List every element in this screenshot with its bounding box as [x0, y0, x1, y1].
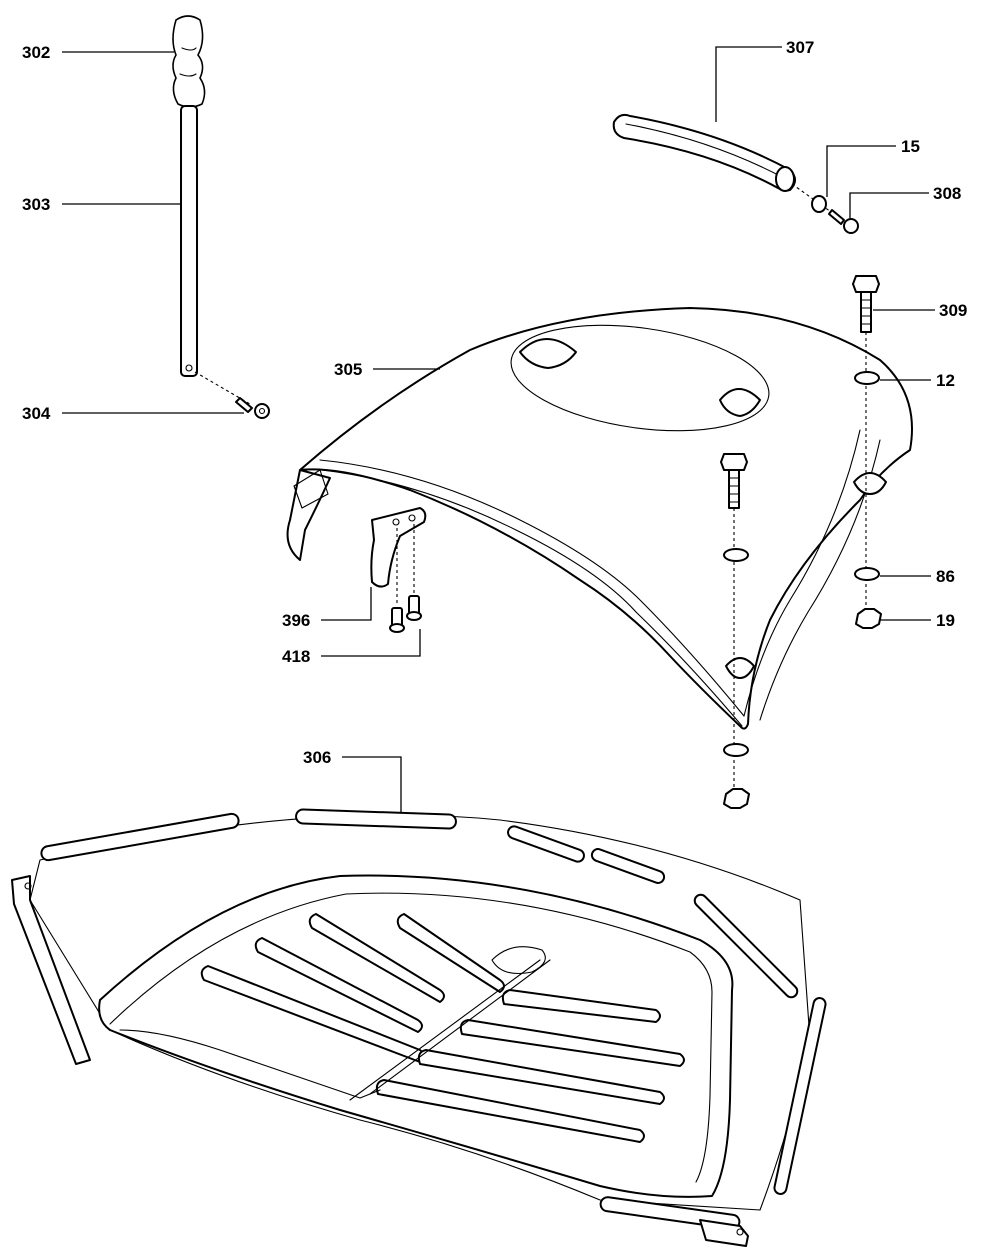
label-304: 304	[22, 404, 51, 423]
handle-rod	[180, 105, 198, 377]
nut-19	[855, 608, 882, 629]
label-19: 19	[936, 611, 955, 630]
handle-assembly	[172, 15, 206, 377]
label-308: 308	[933, 184, 961, 203]
bolt-309	[852, 275, 880, 333]
label-86: 86	[936, 567, 955, 586]
label-418: 418	[282, 647, 310, 666]
bracket-396	[370, 507, 427, 588]
screw-308	[828, 209, 845, 225]
label-302: 302	[22, 43, 50, 62]
washer-15	[811, 195, 827, 213]
label-12: 12	[936, 371, 955, 390]
label-306: 306	[303, 748, 331, 767]
screw-304	[194, 371, 270, 419]
washer-12	[854, 371, 880, 385]
label-396: 396	[282, 611, 310, 630]
label-305: 305	[334, 360, 362, 379]
bolt-stack-center	[720, 453, 750, 809]
bag-frame-306	[11, 808, 827, 1247]
cover-305	[286, 307, 913, 730]
label-309: 309	[939, 301, 967, 320]
label-303: 303	[22, 195, 50, 214]
handle-grip	[172, 15, 206, 108]
label-307: 307	[786, 38, 814, 57]
label-15: 15	[901, 137, 920, 156]
washer-86	[854, 567, 880, 581]
screws-418	[389, 524, 422, 633]
bumper-307	[612, 113, 859, 234]
